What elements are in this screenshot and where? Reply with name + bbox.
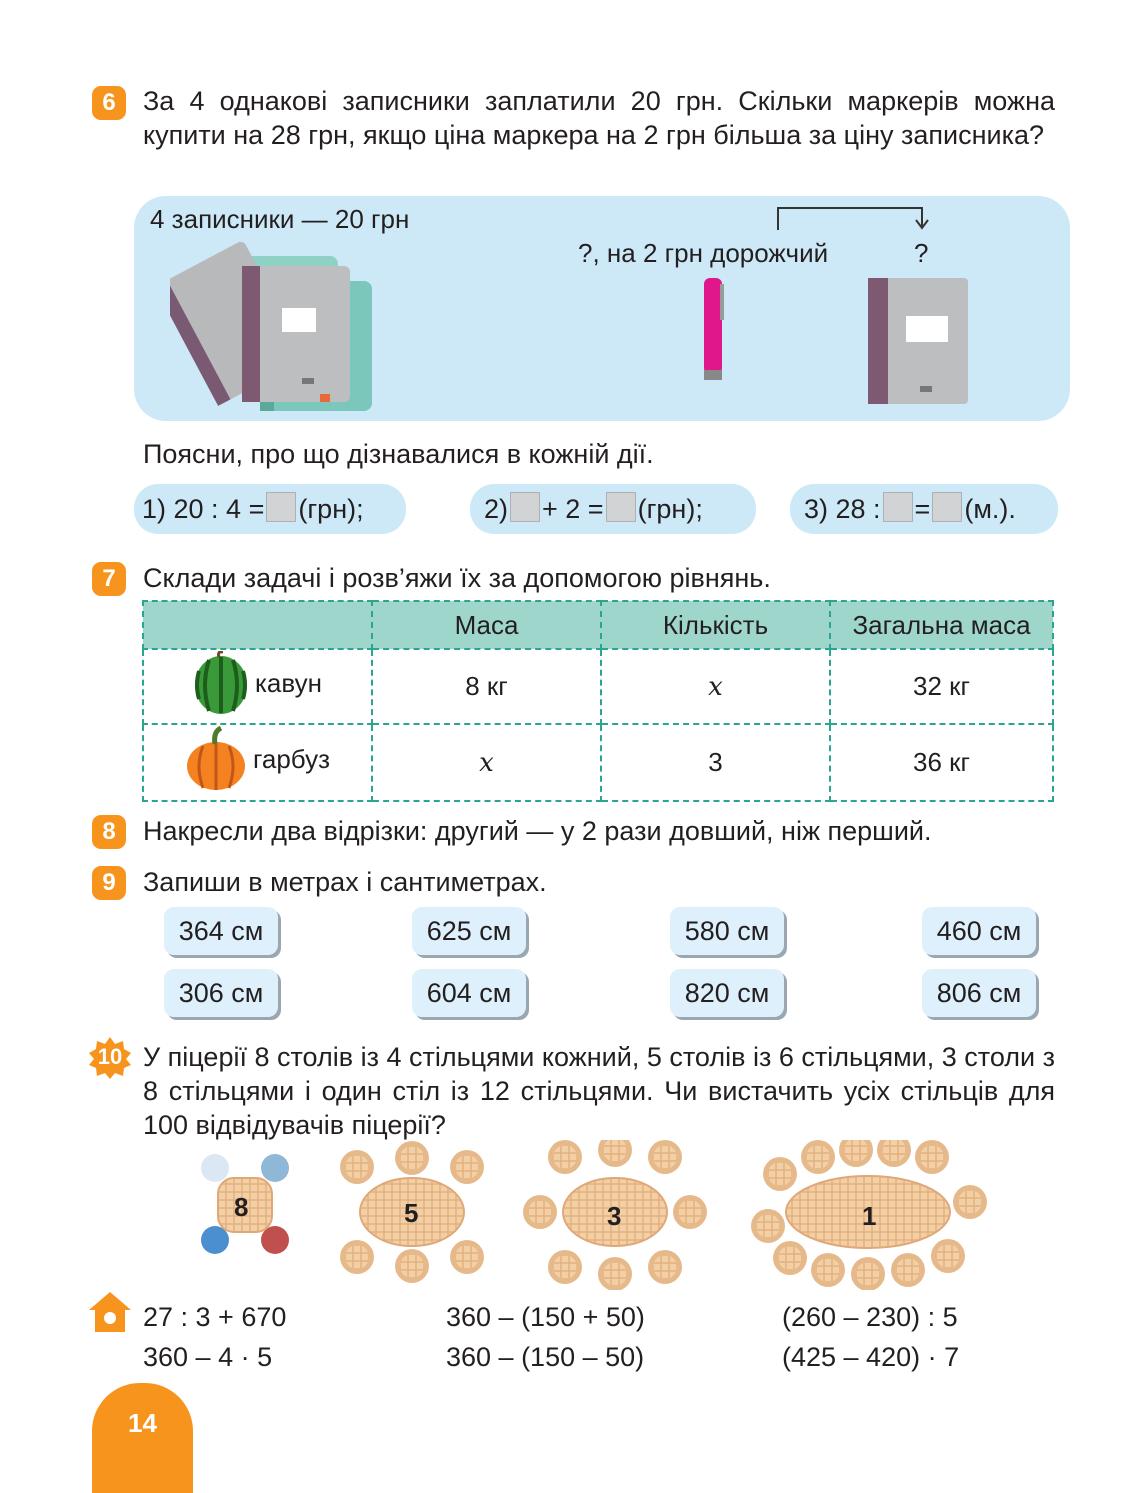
step-3: 3) 28 : = (м.). xyxy=(790,484,1058,534)
length-card: 625 см xyxy=(412,907,526,955)
task-number-badge: 8 xyxy=(92,815,126,849)
task-number-badge: 7 xyxy=(92,562,126,596)
task-number-badge: 9 xyxy=(92,866,126,900)
task-number-badge: 6 xyxy=(92,86,126,120)
mass-cell: 8 кг xyxy=(371,648,602,725)
homework-expression: 360 – 4 · 5 xyxy=(143,1342,273,1372)
length-card: 306 см xyxy=(164,969,278,1017)
comparison-arrow xyxy=(777,207,929,230)
count-cell: x xyxy=(600,648,831,725)
task-9-text: Запиши в метрах і сантиметрах. xyxy=(143,867,547,897)
table-for-12 xyxy=(751,1140,987,1290)
table-count-label: 5 xyxy=(404,1198,419,1228)
step-2-unit: (грн); xyxy=(637,494,703,524)
table-for-8 xyxy=(523,1140,707,1290)
length-card: 604 см xyxy=(412,969,526,1017)
homework-expression: 360 – (150 + 50) xyxy=(446,1302,645,1332)
step-3-unit: (м.). xyxy=(964,494,1016,524)
home-icon xyxy=(89,1292,131,1332)
step-2-op: + 2 = xyxy=(542,494,604,524)
task-7-text: Склади задачі і розв’яжи їх за допомогою… xyxy=(143,563,771,593)
page-number: 14 xyxy=(128,1408,157,1438)
homework-expression: (425 – 420) · 7 xyxy=(782,1342,960,1372)
table-count-label: 8 xyxy=(234,1192,249,1222)
item-name: гарбуз xyxy=(252,743,331,774)
table-row: кавун 8 кг x 32 кг xyxy=(142,648,1054,725)
task-number-badge: 10 xyxy=(97,1044,123,1069)
step-2-text: 2) xyxy=(484,494,509,524)
pumpkin-icon xyxy=(186,726,245,790)
answer-box[interactable] xyxy=(605,492,636,522)
step-1-text: 1) 20 : 4 = xyxy=(142,494,265,524)
length-card: 460 см xyxy=(922,907,1036,955)
task-6-text: За 4 однакові записники заплатили 20 грн… xyxy=(143,86,1055,150)
homework-expression: (260 – 230) : 5 xyxy=(782,1302,958,1332)
explain-instruction: Поясни, про що дізнавалися в кожній дії. xyxy=(143,439,654,469)
header-cell: Загальна маса xyxy=(829,600,1054,650)
table-header-row: Маса Кількість Загальна маса xyxy=(142,600,1054,650)
notebooks-stack-image xyxy=(170,241,372,411)
mass-table: Маса Кількість Загальна маса кавун 8 кг … xyxy=(142,600,1054,802)
notebooks-label: 4 записники — 20 грн xyxy=(150,204,410,234)
mass-cell: x xyxy=(371,723,602,802)
pizzeria-tables-image xyxy=(201,1140,987,1290)
table-count-label: 3 xyxy=(607,1201,622,1231)
table-for-6 xyxy=(340,1141,484,1283)
answer-box[interactable] xyxy=(266,492,297,522)
length-card: 820 см xyxy=(670,969,784,1017)
total-cell: 32 кг xyxy=(829,648,1054,725)
length-card: 364 см xyxy=(164,907,278,955)
step-3-op: = xyxy=(914,494,931,524)
marker-label: ?, на 2 грн дорожчий xyxy=(578,238,829,268)
length-card: 806 см xyxy=(922,969,1036,1017)
item-name: кавун xyxy=(254,667,322,698)
header-cell: Маса xyxy=(371,600,602,650)
total-cell: 36 кг xyxy=(829,723,1054,802)
table-for-4 xyxy=(201,1154,289,1254)
star-badge-icon xyxy=(89,1037,131,1079)
row-label: гарбуз xyxy=(142,723,373,802)
table-count-label: 1 xyxy=(862,1201,877,1231)
step-1-unit: (грн); xyxy=(298,494,364,524)
homework-expression: 360 – (150 – 50) xyxy=(446,1342,645,1372)
table-row: гарбуз x 3 36 кг xyxy=(142,723,1054,802)
task-8-text: Накресли два відрізки: другий — у 2 рази… xyxy=(143,816,932,846)
count-cell: 3 xyxy=(600,723,831,802)
header-cell xyxy=(142,600,373,650)
step-3-text: 3) 28 : xyxy=(804,494,881,524)
task-10-text: У піцерії 8 столів із 4 стільцями кожний… xyxy=(143,1042,1055,1140)
length-card: 580 см xyxy=(670,907,784,955)
answer-box[interactable] xyxy=(510,492,541,522)
answer-box[interactable] xyxy=(882,492,913,522)
row-label: кавун xyxy=(142,648,373,725)
header-cell: Кількість xyxy=(600,600,831,650)
homework-expression: 27 : 3 + 670 xyxy=(143,1302,287,1332)
watermelon-icon xyxy=(194,651,247,714)
step-2: 2) + 2 = (грн); xyxy=(470,484,756,534)
answer-box[interactable] xyxy=(932,492,963,522)
step-1: 1) 20 : 4 = (грн); xyxy=(134,484,406,534)
marker-image xyxy=(704,278,724,380)
question-label: ? xyxy=(914,238,929,268)
notebook-image xyxy=(868,278,968,404)
